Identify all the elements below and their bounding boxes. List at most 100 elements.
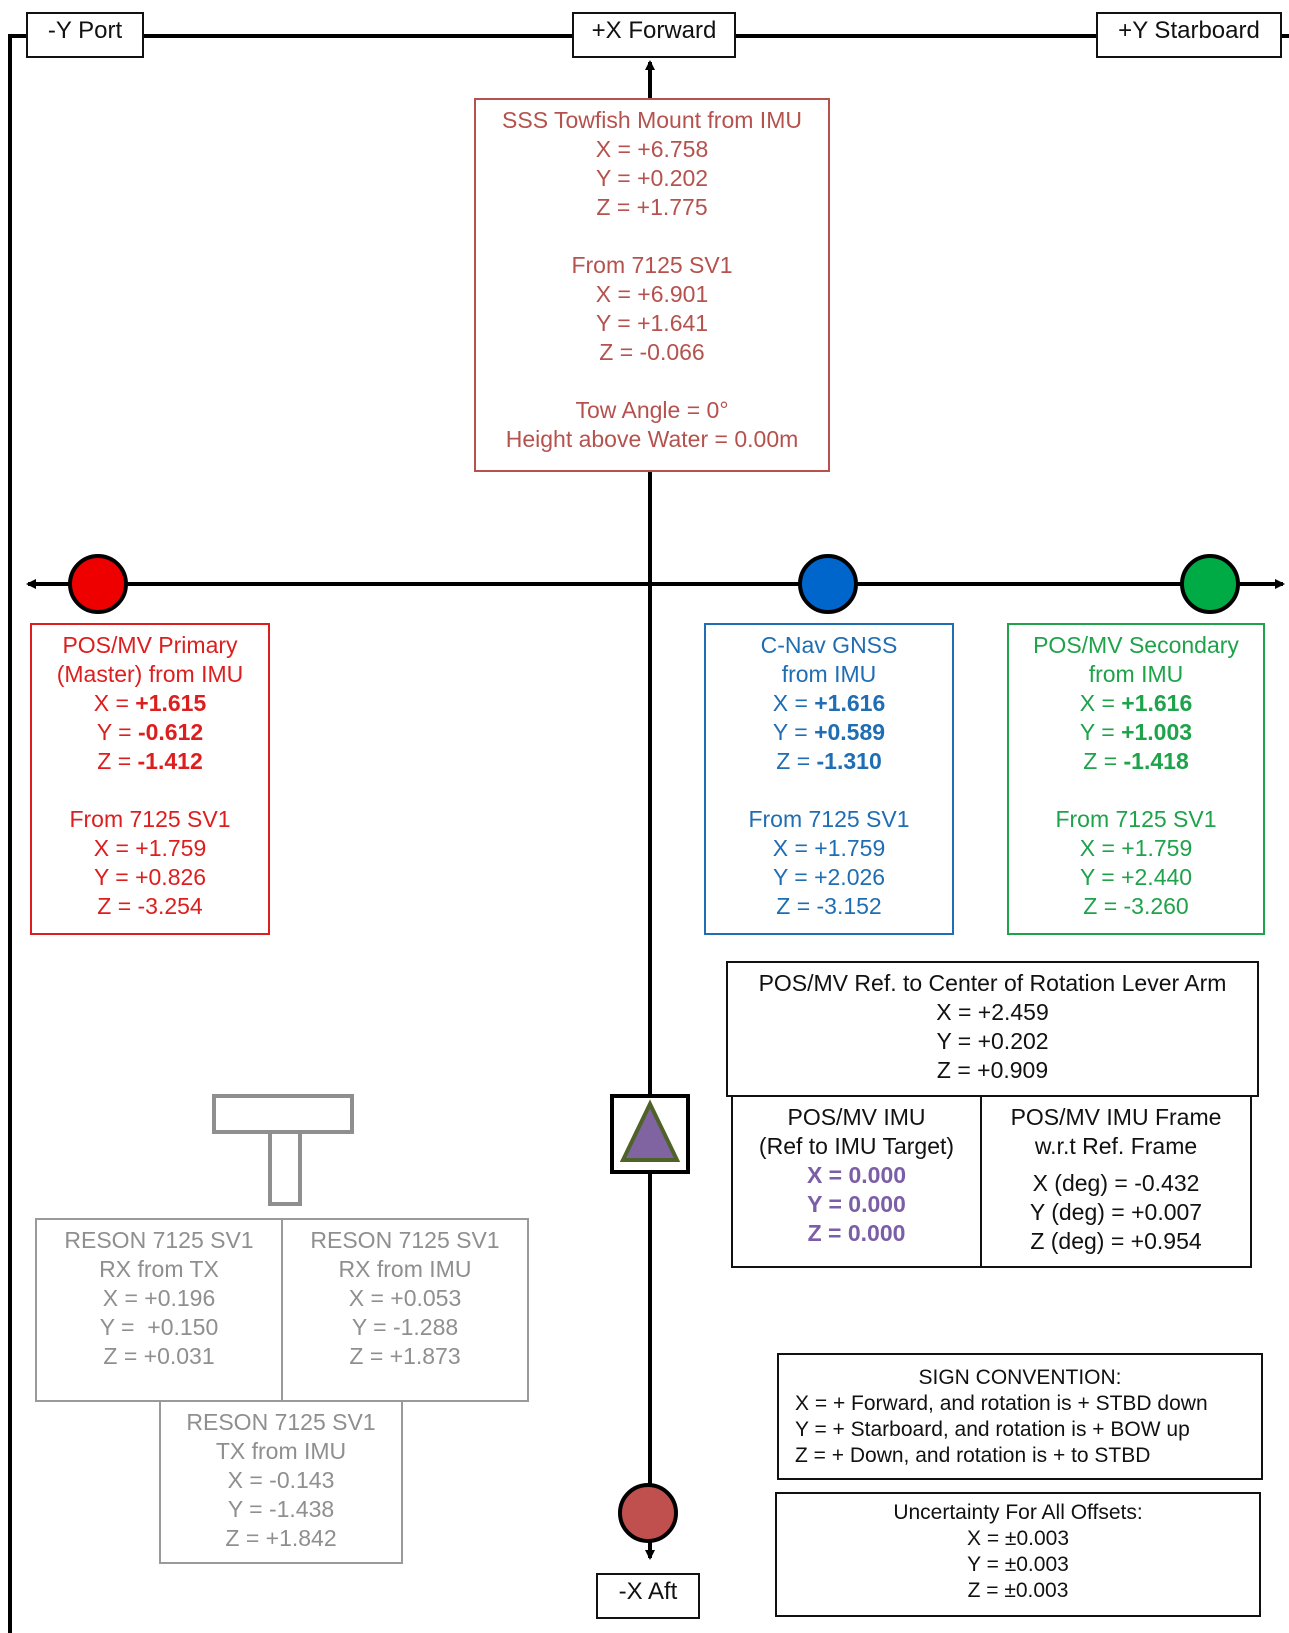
spacer <box>32 776 268 805</box>
spacer <box>706 776 952 805</box>
cnav-sv-x: X = +1.759 <box>772 835 886 861</box>
imu-frame-box: POS/MV IMU Frame w.r.t Ref. Frame X (deg… <box>980 1095 1252 1268</box>
primary-y: Y = -0.612 <box>96 719 204 745</box>
primary-sv-title: From 7125 SV1 <box>69 806 231 832</box>
cor-x: X = +2.459 <box>936 999 1049 1025</box>
primary-title-2: (Master) from IMU <box>56 661 244 687</box>
starboard-axis-label: +Y Starboard <box>1096 12 1282 58</box>
cnav-sv-y: Y = +2.026 <box>772 864 886 890</box>
imu-x: X = 0.000 <box>806 1162 907 1188</box>
sss-sv-title: From 7125 SV1 <box>571 252 733 278</box>
sign-title: SIGN CONVENTION: <box>918 1366 1122 1389</box>
imu-title-1: POS/MV IMU <box>787 1104 926 1130</box>
sss-x: X = +6.758 <box>595 136 709 162</box>
sss-sv-y: Y = +1.641 <box>595 310 709 336</box>
sss-towfish-box: SSS Towfish Mount from IMU X = +6.758 Y … <box>474 98 830 472</box>
secondary-title-1: POS/MV Secondary <box>1033 632 1239 658</box>
cor-y: Y = +0.202 <box>936 1028 1049 1054</box>
reson-rximu-x: X = +0.053 <box>348 1285 462 1311</box>
sign-z: Z = + Down, and rotation is + to STBD <box>795 1444 1151 1467</box>
cor-lever-arm-box: POS/MV Ref. to Center of Rotation Lever … <box>726 961 1259 1097</box>
imu-z: Z = 0.000 <box>807 1220 906 1246</box>
cnav-gnss-box: C-Nav GNSS from IMU X = +1.616 Y = +0.58… <box>704 623 954 935</box>
reson-rx-from-imu-box: RESON 7125 SV1 RX from IMU X = +0.053 Y … <box>281 1218 529 1402</box>
uncertainty-box: Uncertainty For All Offsets: X = ±0.003 … <box>775 1492 1261 1617</box>
reson-tximu-title-2: TX from IMU <box>215 1438 347 1464</box>
spacer <box>476 367 828 396</box>
towfish-mount-marker <box>618 1483 678 1543</box>
transducer-tx-bar <box>212 1094 354 1134</box>
reson-rximu-y: Y = -1.288 <box>351 1314 459 1340</box>
reson-rximu-z: Z = +1.873 <box>349 1343 461 1369</box>
secondary-sv-z: Z = -3.260 <box>1083 893 1189 919</box>
reson-rxtx-title-2: RX from TX <box>99 1256 219 1282</box>
cnav-title-1: C-Nav GNSS <box>760 632 898 658</box>
primary-z: Z = -1.412 <box>97 748 203 774</box>
sss-sv-x: X = +6.901 <box>595 281 709 307</box>
secondary-sv-title: From 7125 SV1 <box>1055 806 1217 832</box>
reson-rxtx-z: Z = +0.031 <box>103 1343 215 1369</box>
imu-frame-z: Z (deg) = +0.954 <box>1030 1228 1202 1254</box>
reson-tximu-y: Y = -1.438 <box>227 1496 335 1522</box>
secondary-title-2: from IMU <box>1088 661 1184 687</box>
imu-title-2: (Ref to IMU Target) <box>758 1133 955 1159</box>
primary-antenna-marker <box>68 554 128 614</box>
uncertainty-z: Z = ±0.003 <box>967 1579 1069 1602</box>
primary-sv-x: X = +1.759 <box>93 835 207 861</box>
frame-line <box>8 34 1289 1633</box>
cor-z: Z = +0.909 <box>936 1057 1049 1083</box>
imu-box: POS/MV IMU (Ref to IMU Target) X = 0.000… <box>731 1095 982 1268</box>
transducer-rx-stem <box>268 1130 302 1206</box>
secondary-z: Z = -1.418 <box>1083 748 1189 774</box>
sss-sv-z: Z = -0.066 <box>599 339 705 365</box>
cnav-antenna-marker <box>798 554 858 614</box>
imu-frame-spacer <box>982 1161 1250 1169</box>
sss-tow-angle: Tow Angle = 0° <box>575 397 729 423</box>
spacer <box>1009 776 1263 805</box>
reson-tximu-title-1: RESON 7125 SV1 <box>186 1409 376 1435</box>
pos-secondary-box: POS/MV Secondary from IMU X = +1.616 Y =… <box>1007 623 1265 935</box>
uncertainty-title: Uncertainty For All Offsets: <box>893 1501 1143 1524</box>
sss-title: SSS Towfish Mount from IMU <box>502 107 802 133</box>
aft-axis-label: -X Aft <box>596 1573 700 1619</box>
uncertainty-x: X = ±0.003 <box>966 1527 1070 1550</box>
primary-title-1: POS/MV Primary <box>62 632 238 658</box>
cnav-x: X = +1.616 <box>772 690 886 716</box>
reson-rxtx-x: X = +0.196 <box>102 1285 216 1311</box>
reson-rximu-title-2: RX from IMU <box>338 1256 472 1282</box>
secondary-sv-y: Y = +2.440 <box>1079 864 1193 890</box>
reson-rxtx-y: Y = +0.150 <box>99 1314 219 1340</box>
cnav-y: Y = +0.589 <box>772 719 886 745</box>
imu-frame-x: X (deg) = -0.432 <box>1032 1170 1200 1196</box>
cnav-sv-z: Z = -3.152 <box>776 893 882 919</box>
primary-sv-y: Y = +0.826 <box>93 864 207 890</box>
cnav-title-2: from IMU <box>781 661 877 687</box>
imu-frame-y: Y (deg) = +0.007 <box>1029 1199 1203 1225</box>
port-axis-label: -Y Port <box>26 12 144 58</box>
sign-convention-box: SIGN CONVENTION: X = + Forward, and rota… <box>777 1353 1263 1480</box>
secondary-y: Y = +1.003 <box>1079 719 1193 745</box>
sign-x: X = + Forward, and rotation is + STBD do… <box>795 1392 1208 1415</box>
imu-frame-title-1: POS/MV IMU Frame <box>1010 1104 1222 1130</box>
secondary-sv-x: X = +1.759 <box>1079 835 1193 861</box>
uncertainty-y: Y = ±0.003 <box>967 1553 1069 1576</box>
reson-rximu-title-1: RESON 7125 SV1 <box>310 1227 500 1253</box>
sss-z: Z = +1.775 <box>596 194 708 220</box>
reson-tximu-z: Z = +1.842 <box>225 1525 337 1551</box>
reson-rx-from-tx-box: RESON 7125 SV1 RX from TX X = +0.196 Y =… <box>35 1218 283 1402</box>
forward-axis-label: +X Forward <box>572 12 736 58</box>
imu-frame-title-2: w.r.t Ref. Frame <box>1034 1133 1198 1159</box>
spacer <box>476 222 828 251</box>
pos-primary-box: POS/MV Primary (Master) from IMU X = +1.… <box>30 623 270 935</box>
reson-rxtx-title-1: RESON 7125 SV1 <box>64 1227 254 1253</box>
secondary-antenna-marker <box>1180 554 1240 614</box>
cor-title: POS/MV Ref. to Center of Rotation Lever … <box>758 970 1227 996</box>
sss-y: Y = +0.202 <box>595 165 709 191</box>
sign-y: Y = + Starboard, and rotation is + BOW u… <box>795 1418 1190 1441</box>
primary-x: X = +1.615 <box>93 690 207 716</box>
sss-height: Height above Water = 0.00m <box>505 426 799 452</box>
reson-tximu-x: X = -0.143 <box>227 1467 335 1493</box>
cnav-sv-title: From 7125 SV1 <box>748 806 910 832</box>
imu-triangle-icon <box>619 1099 681 1162</box>
